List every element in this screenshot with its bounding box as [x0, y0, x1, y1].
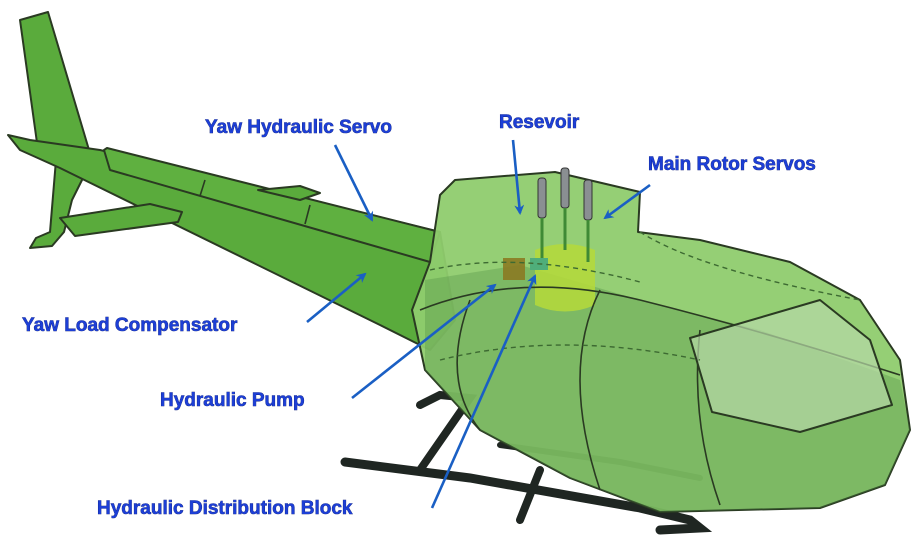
arrow-yaw-load-compensator: [306, 272, 367, 324]
label-yaw-hydraulic-servo: Yaw Hydraulic Servo: [205, 117, 392, 138]
label-main-rotor-servos: Main Rotor Servos: [648, 154, 816, 175]
reservoir-tank: [535, 244, 595, 312]
arrow-hydraulic-distribution-block: [430, 274, 537, 509]
label-hydraulic-distribution-block: Hydraulic Distribution Block: [97, 498, 353, 519]
lower-fuselage-shade: [425, 265, 910, 512]
label-yaw-load-compensator: Yaw Load Compensator: [22, 315, 238, 336]
callout-arrows: [306, 139, 651, 509]
hydraulic-pump-block: [503, 258, 525, 280]
arrow-yaw-hydraulic-servo: [333, 144, 374, 222]
label-resevoir: Resevoir: [499, 112, 580, 133]
tail-fin: [19, 11, 93, 249]
windshield: [689, 299, 893, 433]
arrow-resevoir: [511, 139, 525, 215]
horizontal-stabilizer: [59, 203, 183, 237]
arrow-hydraulic-pump: [351, 283, 497, 400]
main-rotor-servos: [537, 167, 593, 262]
label-hydraulic-pump: Hydraulic Pump: [160, 390, 305, 411]
arrow-main-rotor-servos: [603, 183, 651, 220]
